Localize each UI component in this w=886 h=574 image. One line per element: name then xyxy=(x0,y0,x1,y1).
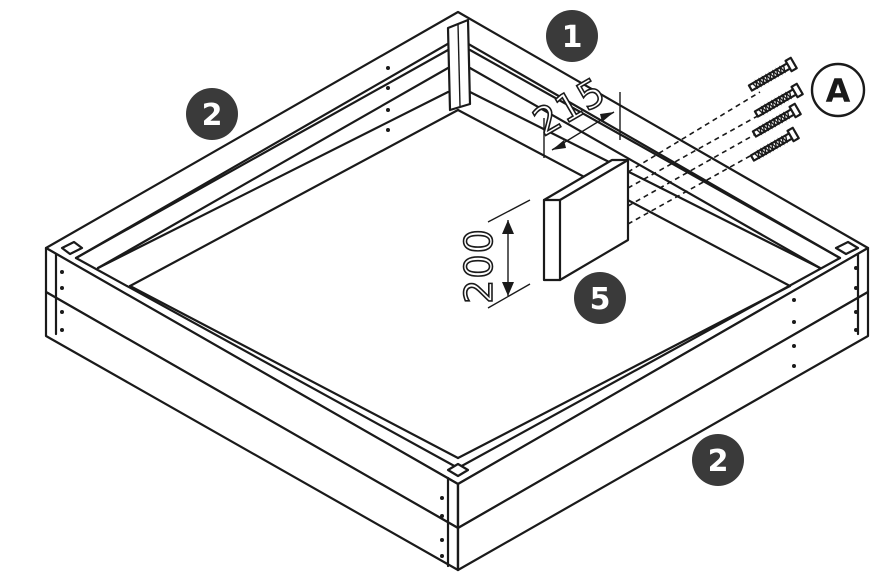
back-left-board-inner xyxy=(74,48,450,270)
hardware-label-text: A xyxy=(826,72,851,110)
back-corner-post xyxy=(446,18,472,112)
screw-icon xyxy=(753,82,804,118)
part-badge-5-text: 5 xyxy=(590,282,611,317)
part-badge-2-left-text: 2 xyxy=(202,98,223,133)
hardware-label-a: A xyxy=(810,62,866,118)
screw-icon xyxy=(749,126,800,162)
screw-icon xyxy=(747,56,798,92)
dimension-height: 200 xyxy=(456,199,531,309)
screws-a xyxy=(747,56,804,162)
part-badge-2-left: 2 xyxy=(186,88,238,140)
spacer-block xyxy=(542,158,630,282)
part-badge-2-front: 2 xyxy=(692,434,744,486)
part-badge-5: 5 xyxy=(574,272,626,324)
dimension-height-text: 200 xyxy=(457,228,501,304)
front-right-wall xyxy=(446,246,870,572)
corner-caps xyxy=(60,240,860,478)
back-right-board-inner xyxy=(468,48,842,270)
screw-holes xyxy=(60,66,858,558)
part-badge-2-front-text: 2 xyxy=(708,444,729,479)
screw-icon xyxy=(751,102,802,138)
part-badge-1-text: 1 xyxy=(562,20,583,55)
screw-guide-lines xyxy=(627,91,773,225)
part-badge-1: 1 xyxy=(546,10,598,62)
